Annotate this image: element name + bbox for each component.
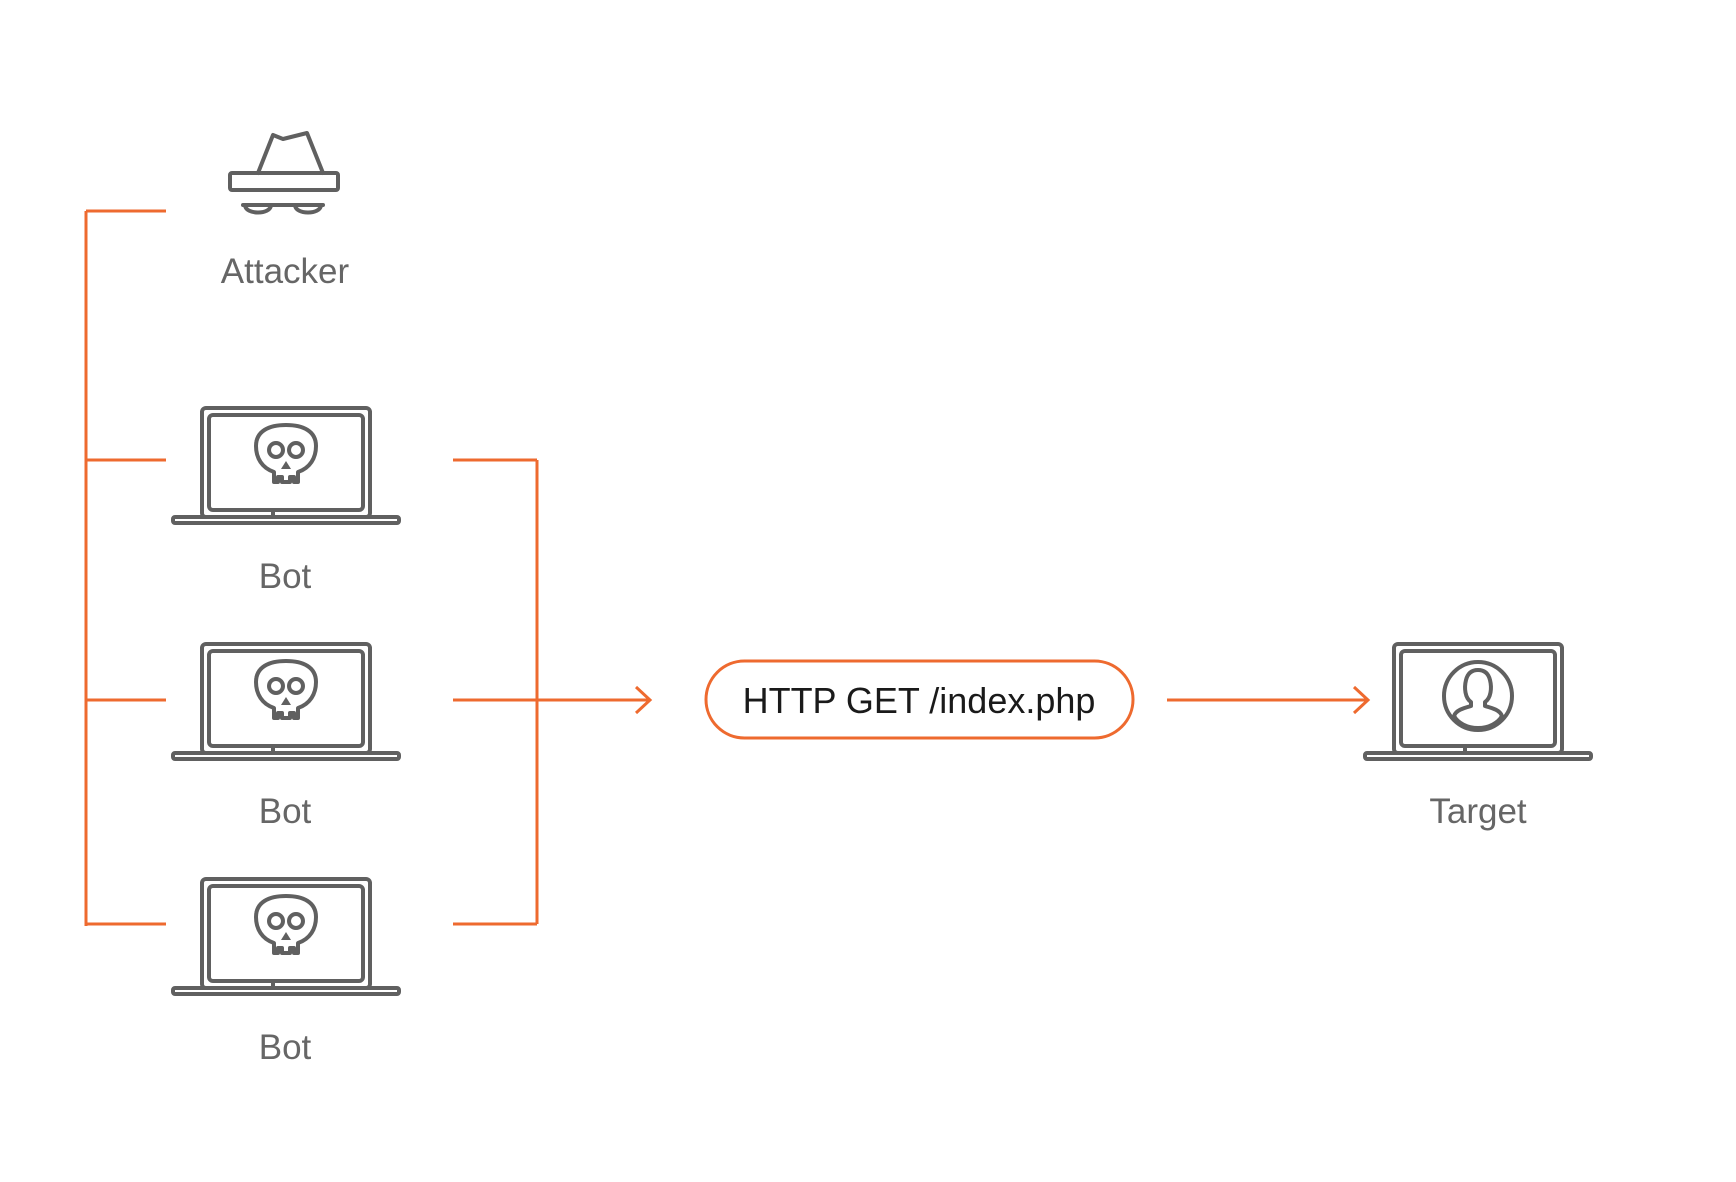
skull-laptop-icon <box>254 894 318 955</box>
spy-hat-glasses-icon <box>228 131 340 215</box>
bot-label: Bot <box>259 557 312 596</box>
target-node <box>1363 642 1593 761</box>
request-to-target-arrow <box>1167 685 1371 715</box>
bots-to-request-connector <box>453 458 653 926</box>
skull-laptop-icon <box>254 423 318 484</box>
bot-node <box>171 406 401 525</box>
attacker-control-connector <box>84 209 166 926</box>
http-request-label: HTTP GET /index.php <box>743 680 1096 721</box>
bot-label: Bot <box>259 792 312 831</box>
target-label: Target <box>1429 792 1527 831</box>
http-request-node: HTTP GET /index.php <box>704 659 1135 740</box>
bot-node <box>171 877 401 996</box>
bot-label: Bot <box>259 1028 312 1067</box>
bot-node <box>171 642 401 761</box>
attacker-node: Attacker <box>221 131 350 291</box>
user-laptop-icon <box>1442 660 1514 732</box>
skull-laptop-icon <box>254 659 318 720</box>
attacker-label: Attacker <box>221 252 350 291</box>
